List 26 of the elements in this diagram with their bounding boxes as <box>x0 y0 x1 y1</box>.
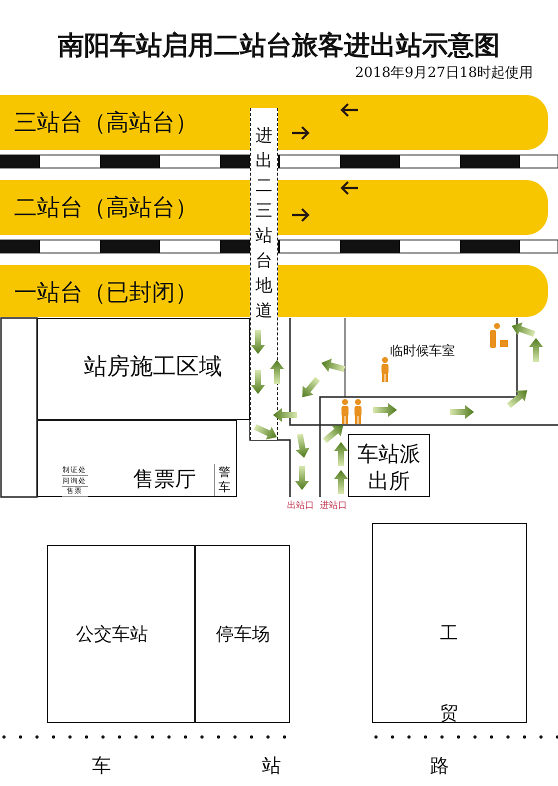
room-label: 车站派出所 <box>356 441 422 495</box>
area-box <box>348 434 430 497</box>
room-label: 停车场 <box>216 623 270 646</box>
room-label: 公交车站 <box>76 623 148 646</box>
room-label: 售票厅 <box>133 466 196 493</box>
room-label: 临时候车室 <box>390 342 460 359</box>
building-area <box>37 420 237 497</box>
platform-label: 一站台（已封闭） <box>14 279 198 308</box>
room-label: 站房施工区域 <box>84 353 222 382</box>
underpass <box>250 108 278 440</box>
entrance-label: 进站口 <box>320 500 347 512</box>
area-box <box>372 523 527 723</box>
building-area <box>37 318 250 420</box>
area-box <box>195 545 290 723</box>
date-note: 2018年9月27日18时起使用 <box>355 64 534 82</box>
platform-label: 三站台（高站台） <box>14 109 198 138</box>
road-name-label: 站 <box>262 754 281 779</box>
room-label: 工贸 <box>439 622 459 726</box>
platform <box>0 95 548 150</box>
title: 南阳车站启用二站台旅客进出站示意图 <box>57 30 501 63</box>
area-box <box>47 545 195 723</box>
road-name-label: 车 <box>92 754 111 779</box>
room-label: 警车 <box>214 464 234 496</box>
road-name-label: 路 <box>430 754 449 779</box>
exit-label: 出站口 <box>287 500 314 512</box>
platform-label: 二站台（高站台） <box>14 194 198 223</box>
